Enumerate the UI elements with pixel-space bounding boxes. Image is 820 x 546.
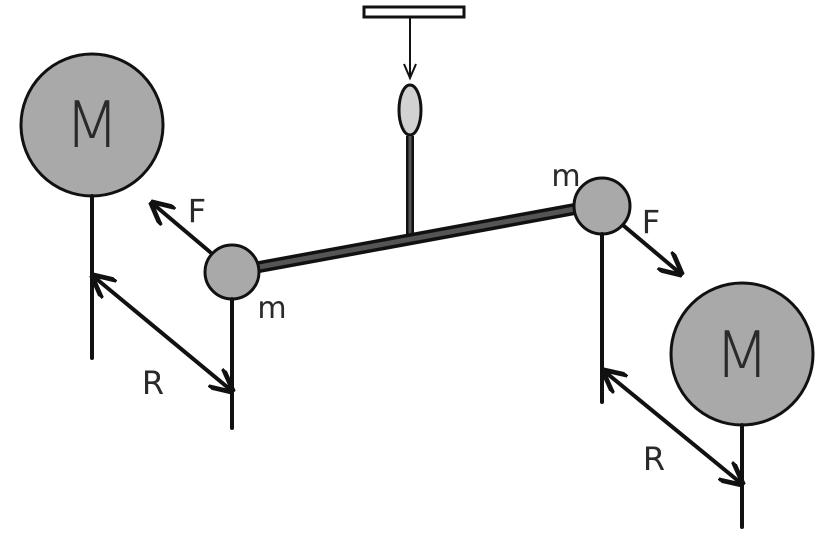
distance-arrow-right (604, 371, 742, 484)
force-arrow-left (152, 203, 212, 254)
force-label-left: F (188, 192, 206, 230)
small-mass-left-label: m (257, 291, 286, 326)
mirror (397, 83, 423, 137)
large-mass-right-label: M (714, 319, 769, 393)
distance-label-right: R (643, 440, 665, 478)
ceiling-support (362, 5, 466, 19)
rod-core (229, 201, 605, 275)
small-mass-right (572, 176, 632, 236)
distance-label-left: R (142, 364, 164, 402)
small-mass-right-label: m (551, 159, 580, 194)
large-mass-left-label: M (64, 89, 119, 163)
fiber-clamp (403, 63, 417, 81)
force-arrow-right (622, 224, 681, 274)
small-mass-left (203, 243, 261, 301)
distance-arrow-left (93, 276, 232, 391)
force-label-right: F (642, 203, 660, 241)
